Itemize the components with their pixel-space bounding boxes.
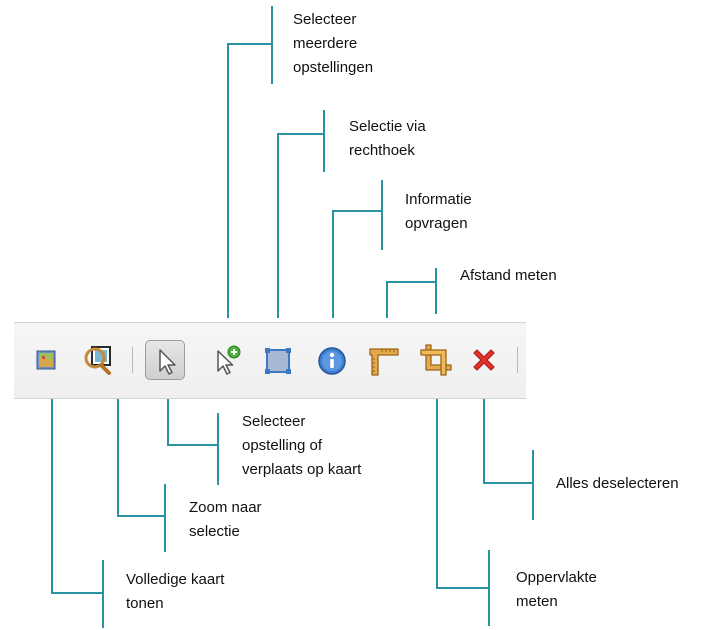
connector-select-rectangle xyxy=(277,133,324,318)
label-line: Alles deselecteren xyxy=(556,475,679,492)
map-icon xyxy=(36,350,56,370)
label-line: tonen xyxy=(126,595,164,612)
select-move-button[interactable] xyxy=(145,340,185,380)
label-line: Oppervlakte xyxy=(516,569,597,586)
label-line: Informatie xyxy=(405,191,472,208)
label-line: meerdere xyxy=(293,35,358,52)
label-line: Volledige kaart xyxy=(126,571,225,588)
label-select-rectangle: Selectie via rechthoek xyxy=(349,115,426,163)
connector-info xyxy=(332,210,382,318)
toolbar-separator xyxy=(517,347,518,373)
rectangle-select-icon xyxy=(265,348,291,374)
red-x-icon xyxy=(473,349,495,371)
label-line: verplaats op kaart xyxy=(242,461,362,478)
label-line: rechthoek xyxy=(349,142,415,159)
label-line: opstellingen xyxy=(293,59,374,76)
connector-area xyxy=(436,378,489,589)
label-line: meten xyxy=(516,593,558,610)
label-line: opvragen xyxy=(405,215,468,232)
label-deselect: Alles deselecteren xyxy=(556,472,679,496)
crop-area-icon xyxy=(420,344,452,376)
zoom-selection-button[interactable] xyxy=(78,340,118,380)
label-full-map: Volledige kaart tonen xyxy=(126,568,224,616)
label-area: Oppervlakte meten xyxy=(516,566,597,614)
label-line: selectie xyxy=(189,523,240,540)
connector-distance xyxy=(386,281,436,318)
label-line: Zoom naar xyxy=(189,499,262,516)
cursor-plus-icon xyxy=(217,345,241,375)
label-line: opstelling of xyxy=(242,437,323,454)
cursor-arrow-icon xyxy=(159,349,176,375)
connector-deselect xyxy=(483,378,533,484)
select-rectangle-button[interactable] xyxy=(258,340,298,380)
connector-full-map xyxy=(51,370,103,594)
zoom-selection-icon xyxy=(84,346,111,375)
label-info: Informatie opvragen xyxy=(405,188,472,236)
label-line: Selectie via xyxy=(349,118,426,135)
label-line: Selecteer xyxy=(293,11,357,28)
connector-select-multiple xyxy=(227,43,272,318)
select-multiple-button[interactable] xyxy=(207,340,247,380)
label-select-multiple: Selecteer meerdere opstellingen xyxy=(293,8,373,80)
label-distance: Afstand meten xyxy=(460,264,557,288)
label-line: Afstand meten xyxy=(460,267,557,284)
label-zoom: Zoom naar selectie xyxy=(189,496,262,544)
toolbar-separator xyxy=(132,347,133,373)
full-map-button[interactable] xyxy=(26,340,66,380)
deselect-button[interactable] xyxy=(464,340,504,380)
distance-button[interactable] xyxy=(364,340,404,380)
label-select-move: Selecteer opstelling of verplaats op kaa… xyxy=(242,410,361,482)
label-line: Selecteer xyxy=(242,413,306,430)
connector-select-move xyxy=(167,385,218,446)
info-button[interactable] xyxy=(312,340,352,380)
connector-zoom xyxy=(117,382,165,517)
info-icon xyxy=(318,347,346,375)
map-toolbar xyxy=(14,322,526,399)
area-button[interactable] xyxy=(416,340,456,380)
ruler-icon xyxy=(369,348,399,376)
